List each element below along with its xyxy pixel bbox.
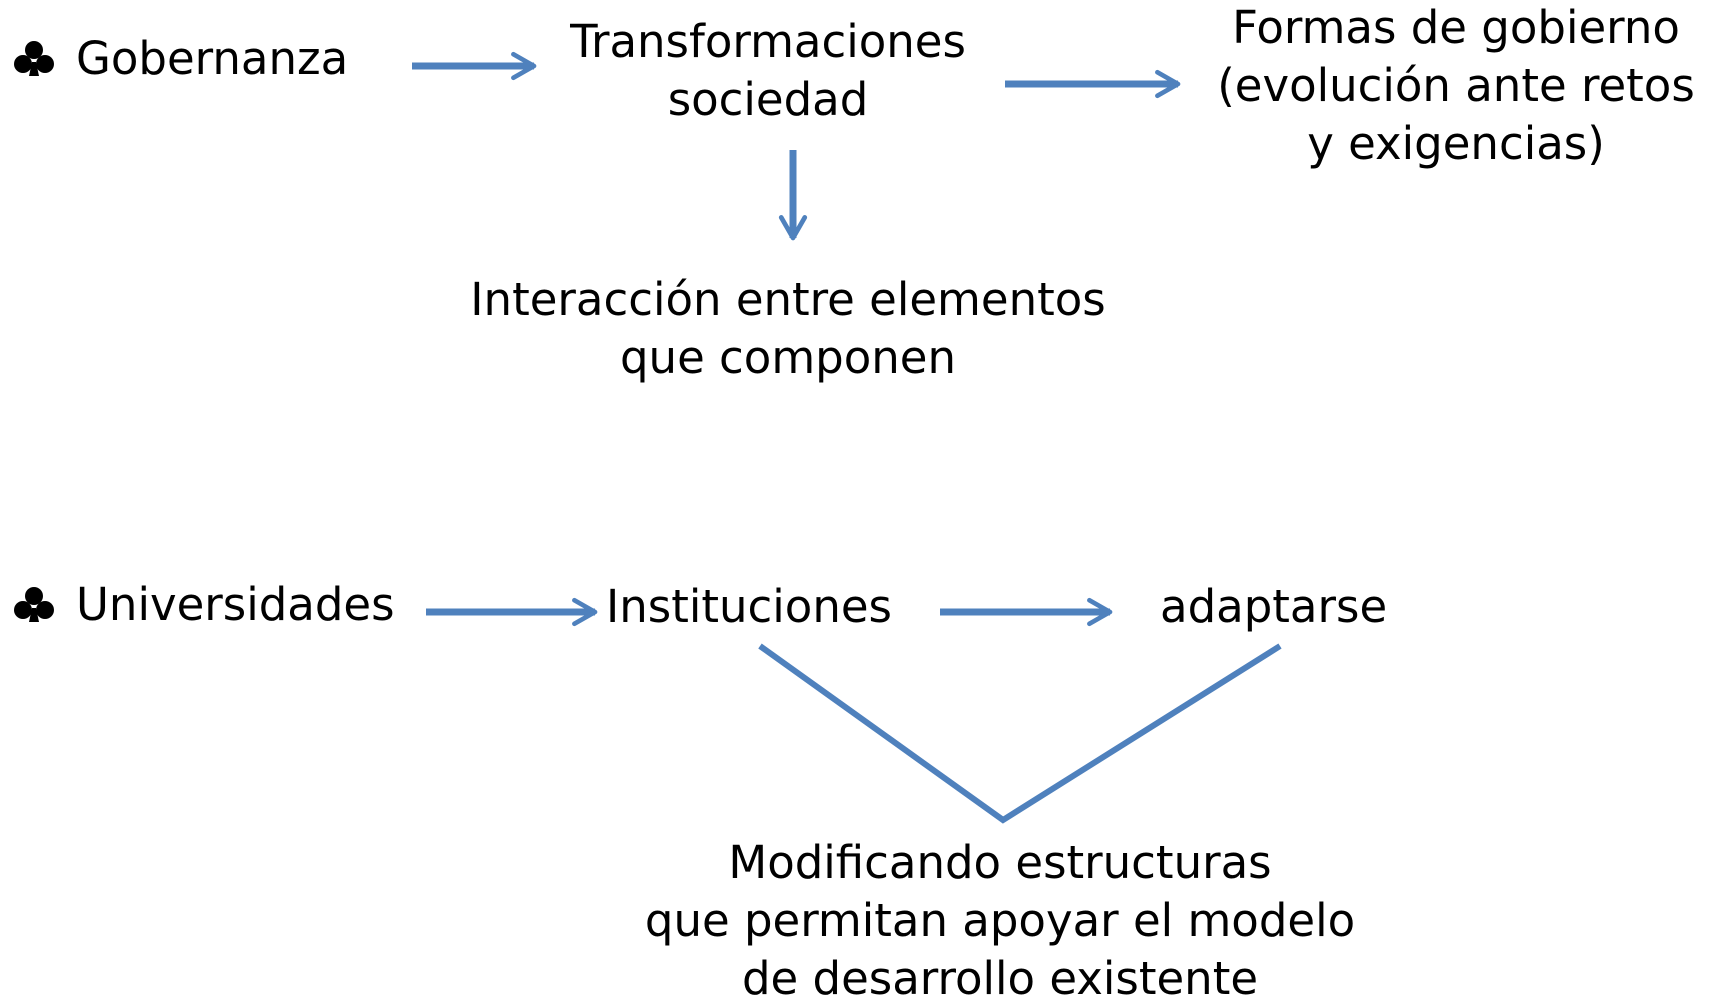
- node-gobernanza: Gobernanza: [76, 32, 349, 85]
- node-transformaciones-line1: Transformaciones: [570, 15, 966, 68]
- node-modificando-line3: de desarrollo existente: [741, 952, 1259, 1005]
- club-bullet-icon: [14, 587, 54, 622]
- node-modificando-estructuras: Modificando estructuras que permitan apo…: [580, 834, 1420, 1008]
- node-adaptarse: adaptarse: [1160, 580, 1388, 633]
- node-interaccion-elementos: Interacción entre elementos que componen: [418, 271, 1158, 387]
- converging-lines-to-modificando: [758, 643, 1282, 824]
- club-bullet-icon: [14, 41, 54, 76]
- node-interaccion-line1: Interacción entre elementos: [470, 273, 1106, 326]
- node-transformaciones-sociedad: Transformaciones sociedad: [548, 13, 988, 129]
- node-interaccion-line2: que componen: [619, 331, 956, 384]
- node-formas-de-gobierno: Formas de gobierno (evolución ante retos…: [1196, 0, 1716, 173]
- node-transformaciones-line2: sociedad: [667, 73, 869, 126]
- node-formas-line2: (evolución ante retos: [1217, 59, 1695, 112]
- node-universidades: Universidades: [76, 578, 395, 631]
- node-modificando-line1: Modificando estructuras: [728, 836, 1272, 889]
- node-instituciones: Instituciones: [606, 580, 892, 633]
- node-modificando-line2: que permitan apoyar el modelo: [644, 894, 1356, 947]
- node-formas-line3: y exigencias): [1307, 117, 1605, 170]
- node-formas-line1: Formas de gobierno: [1232, 1, 1680, 54]
